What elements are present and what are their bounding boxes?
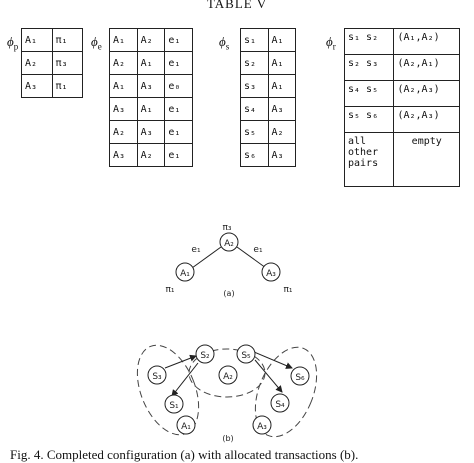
table-cell: A₁ — [136, 51, 166, 75]
table-cell: A₃ — [136, 120, 166, 144]
phi-s-symbol: ϕ — [219, 34, 226, 49]
phi-e-name: ϕe — [91, 34, 102, 52]
table-cell: A₃ — [267, 143, 296, 167]
node-a3-label: A₃ — [266, 269, 276, 279]
node-a2-label: A₂ — [224, 239, 234, 249]
edge-s5-s6 — [253, 351, 293, 369]
cluster-a2 — [188, 348, 266, 398]
node-s6-label: S₆ — [295, 373, 305, 383]
node-a3-label: A₃ — [257, 422, 267, 432]
node-s3-label: S₃ — [152, 372, 162, 382]
node-a2-label: A₂ — [223, 372, 233, 382]
table-row: s₄ s₅(A₂,A₃) — [343, 80, 460, 107]
edge-left-label: e₁ — [191, 245, 201, 255]
phi-e-sub: e — [97, 41, 102, 52]
node-s5 — [236, 344, 256, 364]
diagram-a: A₂ A₁ A₃ π₃ e₁ e₁ π₁ π₁ (a) — [165, 223, 292, 298]
node-a1-label: A₁ — [180, 269, 190, 279]
phi-s-name: ϕs — [219, 34, 229, 52]
table-cell: A₂ — [109, 51, 138, 75]
table-title: TABLE V — [206, 0, 268, 11]
node-s5-label: S₅ — [241, 351, 251, 361]
node-a2 — [218, 365, 238, 385]
table-cell: A₃ — [109, 143, 138, 167]
node-s4-label: S₄ — [275, 400, 285, 410]
table-cell: A₁ — [21, 28, 53, 52]
phi-p-sub: p — [13, 41, 19, 52]
table-row: s₁ s₂(A₁,A₂) — [343, 28, 460, 55]
diagram-a-label: (a) — [223, 289, 234, 298]
phi-r-name: ϕr — [326, 34, 336, 52]
node-s6 — [290, 366, 310, 386]
edge-right-label: e₁ — [253, 245, 263, 255]
table-cell: π₁ — [51, 74, 83, 98]
phi-s-sub: s — [225, 41, 230, 52]
phi-e-symbol: ϕ — [91, 34, 98, 49]
table-cell: s₁ s₂ — [343, 28, 395, 55]
node-s1-label: S₁ — [169, 401, 179, 411]
table-cell: A₂ — [267, 120, 296, 144]
table-cell: e₁ — [164, 143, 193, 167]
node-a1-label: A₁ — [181, 422, 191, 432]
node-a2 — [219, 232, 239, 252]
edge-a2-a3 — [236, 246, 267, 269]
node-a1 — [176, 415, 196, 435]
diagram-b-label: (b) — [222, 434, 233, 443]
table-cell: e₁ — [164, 28, 193, 52]
table-cell: π₃ — [51, 51, 83, 75]
phi-p-name: ϕp — [7, 34, 18, 52]
edge-s1-s2 — [164, 354, 197, 369]
node-a1 — [175, 262, 195, 282]
phi-r-sub: r — [332, 41, 336, 52]
figure-caption: Fig. 4. Completed configuration (a) with… — [10, 447, 359, 462]
node-a3 — [252, 415, 272, 435]
pi-right-label: π₁ — [283, 285, 292, 295]
node-s4 — [270, 393, 290, 413]
node-s1 — [164, 394, 184, 414]
table-cell: A₂ — [136, 143, 166, 167]
diagram-b: S₃ S₂ S₅ S₆ A₂ S₁ S₄ A₁ A₃ (b) — [136, 344, 318, 443]
phi-r-table: s₁ s₂(A₁,A₂) s₂ s₃(A₂,A₁) s₄ s₅(A₂,A₃) s… — [343, 28, 460, 187]
phi-r-symbol: ϕ — [326, 34, 333, 49]
node-s3 — [147, 365, 167, 385]
table-cell: all other pairs — [343, 132, 395, 187]
table-row: s₅ s₆(A₂,A₃) — [343, 106, 460, 133]
node-s2-label: S₂ — [200, 351, 210, 361]
table-cell: s₂ — [240, 51, 269, 75]
table-cell: e₁ — [164, 120, 193, 144]
phi-p-symbol: ϕ — [7, 34, 14, 49]
cluster-a3 — [254, 346, 318, 438]
node-a3 — [261, 262, 281, 282]
table-cell: s₂ s₃ — [343, 54, 395, 81]
table-cell: e₀ — [164, 74, 193, 98]
pi-left-label: π₁ — [165, 285, 174, 295]
edge-a1-a2 — [191, 246, 222, 269]
table-cell: empty — [393, 132, 460, 187]
edge-s5-s4 — [254, 359, 283, 393]
pi-top-label: π₃ — [222, 223, 231, 233]
edge-s2-s3 — [171, 362, 199, 397]
node-s2 — [195, 344, 215, 364]
table-cell: s₅ s₆ — [343, 106, 395, 133]
